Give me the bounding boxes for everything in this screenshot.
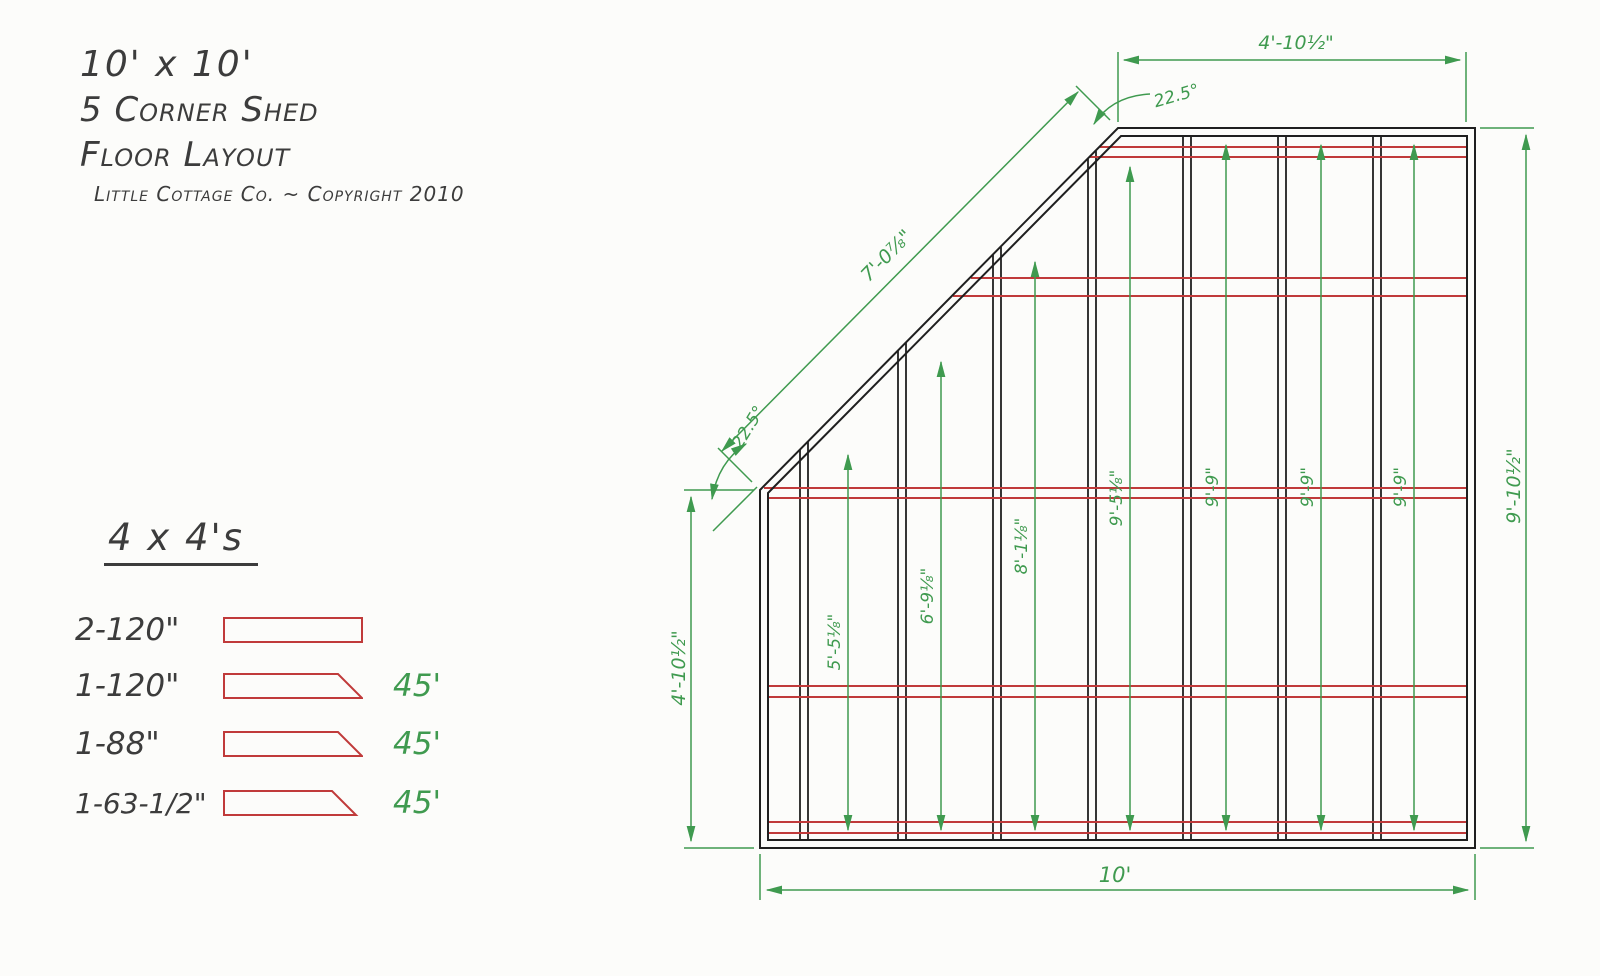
dim-bay-label: 8'-1⅛" <box>1012 518 1032 575</box>
legend-row-1: 2-120" <box>75 610 363 650</box>
dim-bay-label: 9'-9" <box>1203 467 1223 507</box>
dim-bay-label: 6'-9⅛" <box>918 568 938 625</box>
dim-top-width-label: 4'-10½" <box>1258 32 1334 54</box>
dim-bay-2: 6'-9⅛" <box>918 360 946 832</box>
angle-arc <box>710 443 748 501</box>
lumber-shape-mitered <box>223 673 363 699</box>
dim-bay-label: 5'-5⅛" <box>825 614 845 671</box>
dim-bay-label: 9'-9" <box>1391 467 1411 507</box>
dim-left-angle-label: 22.5° <box>728 402 770 452</box>
drawing-name-line2: Floor Layout <box>80 135 291 175</box>
dim-bay-5: 9'-9" <box>1203 143 1231 832</box>
angle-arc <box>1093 93 1151 126</box>
drawing-size-title: 10' x 10' <box>80 44 254 85</box>
lumber-qty-label: 1-63-1/2" <box>75 786 207 820</box>
miter-angle-label: 45' <box>393 785 441 821</box>
dim-bay-6: 9'-9" <box>1298 143 1326 832</box>
dim-top-width: 4'-10½" <box>1117 32 1467 122</box>
dim-right-height-label: 9'-10½" <box>1503 448 1525 524</box>
copyright-line: Little Cottage Co. ~ Copyright 2010 <box>94 182 465 206</box>
dim-left-height: 4'-10½" <box>668 489 754 849</box>
legend-row-4: 1-63-1/2" 45' <box>75 783 441 823</box>
title-block: 10' x 10' 5 Corner Shed Floor Layout Lit… <box>80 42 465 206</box>
dim-bay-3: 8'-1⅛" <box>1012 260 1040 832</box>
dim-right-height: 9'-10½" <box>1480 127 1534 849</box>
dim-bay-1: 5'-5⅛" <box>825 453 853 832</box>
dim-top-angle: 22.5° <box>1093 80 1202 126</box>
dim-bay-4: 9'-5⅛" <box>1107 165 1135 832</box>
dim-top-angle-label: 22.5° <box>1152 80 1202 112</box>
floor-joists <box>799 136 1382 840</box>
miter-angle-label: 45' <box>393 726 441 762</box>
dim-bottom-width: 10' <box>759 854 1476 900</box>
dim-left-height-label: 4'-10½" <box>668 630 690 706</box>
lumber-qty-label: 1-88" <box>75 726 160 762</box>
lumber-shape-mitered <box>223 790 359 816</box>
dim-diagonal-wall: 7'-0⅞" <box>717 85 1111 483</box>
lumber-shape-mitered <box>223 731 363 757</box>
legend-heading: 4 x 4's <box>104 516 258 566</box>
legend-row-2: 1-120" 45' <box>75 666 441 706</box>
legend-row-3: 1-88" 45' <box>75 724 441 764</box>
dim-bay-label: 9'-9" <box>1298 467 1318 507</box>
drawing-name-line1: 5 Corner Shed <box>80 90 319 130</box>
lumber-qty-label: 2-120" <box>75 612 180 648</box>
lumber-qty-label: 1-120" <box>75 668 180 704</box>
dim-bay-7: 9'-9" <box>1391 143 1419 832</box>
dim-bottom-width-label: 10' <box>1099 863 1132 887</box>
dim-bay-label: 9'-5⅛" <box>1107 470 1127 527</box>
dim-diagonal-label: 7'-0⅞" <box>857 225 917 286</box>
floor-runners <box>764 146 1467 834</box>
miter-angle-label: 45' <box>393 668 441 704</box>
lumber-shape-straight <box>223 617 363 643</box>
